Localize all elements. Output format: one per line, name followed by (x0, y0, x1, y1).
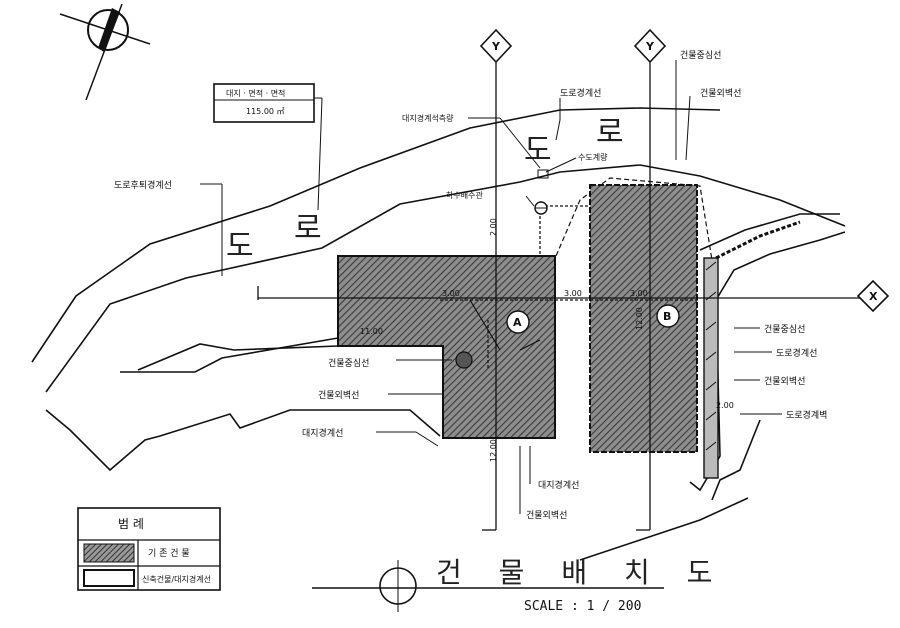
legend-row-2: 신축건물/대지경계선 (142, 574, 211, 584)
road-label-left-1: 도 (226, 229, 254, 264)
road-outline (31, 107, 846, 561)
axis-tag-y-2: Y (633, 28, 667, 64)
dimension-7: 2.00 (716, 401, 734, 410)
building-tag-b: B (656, 304, 680, 328)
svg-text:대지 · 면적 · 면적: 대지 · 면적 · 면적 (226, 88, 285, 98)
grid-lines (257, 60, 860, 531)
retaining-wall (703, 220, 801, 479)
callout-building-outer-top: 건물외벽선 (700, 87, 741, 99)
svg-text:A: A (513, 316, 522, 329)
callout-water-meter: 수도계량 (578, 152, 608, 162)
area-box: 대지 · 면적 · 면적 115.00 ㎡ (213, 83, 323, 211)
axis-tag-y-1: Y (479, 28, 513, 64)
callout-right-road: 도로경계선 (776, 347, 817, 359)
svg-text:115.00 ㎡: 115.00 ㎡ (246, 107, 285, 116)
legend-swatch-hatch (83, 543, 135, 563)
svg-text:B: B (663, 310, 671, 323)
legend-row-1: 기 존 건 물 (148, 548, 190, 559)
road-label-left-2: 로 (294, 211, 322, 246)
legend: 범 례 기 존 건 물 신축건물/대지경계선 (77, 507, 221, 591)
callout-lot-boundary-left: 대지경계선 (302, 427, 343, 439)
callout-right-outer: 건물외벽선 (764, 375, 805, 387)
callout-outer-bottom: 건물외벽선 (526, 509, 567, 521)
drawing-title: 건 물 배 치 도 SCALE : 1 / 200 (312, 556, 726, 614)
svg-text:Y: Y (491, 40, 501, 53)
callout-lot-boundary-bottom: 대지경계선 (538, 479, 579, 491)
svg-text:Y: Y (645, 40, 655, 53)
dimension-3: 3.00 (564, 289, 582, 298)
north-arrow-icon (59, 3, 151, 101)
callout-road-boundary-left: 도로후퇴경계선 (114, 179, 172, 191)
callouts (200, 60, 782, 514)
dimension-8: 12.00 (635, 307, 644, 330)
callout-road-boundary-top: 도로경계선 (560, 87, 601, 99)
dimension-4: 11.00 (360, 327, 383, 336)
svg-text:X: X (869, 290, 878, 303)
scale-text: SCALE : 1 / 200 (524, 599, 641, 614)
callout-building-center-top: 건물중심선 (680, 50, 721, 61)
legend-swatch-outline (83, 569, 135, 587)
axis-tag-x: X (856, 279, 890, 313)
building-a (337, 255, 556, 439)
callout-drain-pipe: 하수배수관 (446, 190, 483, 200)
water-meter-icon (534, 169, 549, 215)
callout-boundary-measure: 대지경계석측량 (402, 113, 454, 123)
dimension-5: 3.00 (630, 289, 648, 298)
svg-text:건 물 배 치 도: 건 물 배 치 도 (436, 556, 726, 589)
road-label-top-2: 로 (596, 115, 624, 150)
road-label-top-1: 도 (524, 133, 552, 168)
callout-center-a: 건물중심선 (328, 358, 369, 369)
building-a-detail (455, 299, 541, 370)
callout-right-wall: 도로경계벽 (786, 409, 827, 421)
callout-right-center: 건물중심선 (764, 324, 805, 335)
building-tag-a: A (506, 310, 530, 334)
dimension-6: 12.00 (489, 439, 498, 462)
legend-header: 범 례 (118, 517, 144, 531)
dimension-2: 3.00 (442, 289, 460, 298)
callout-outer-a: 건물외벽선 (318, 389, 359, 401)
dimension-1: 2.00 (489, 218, 498, 236)
